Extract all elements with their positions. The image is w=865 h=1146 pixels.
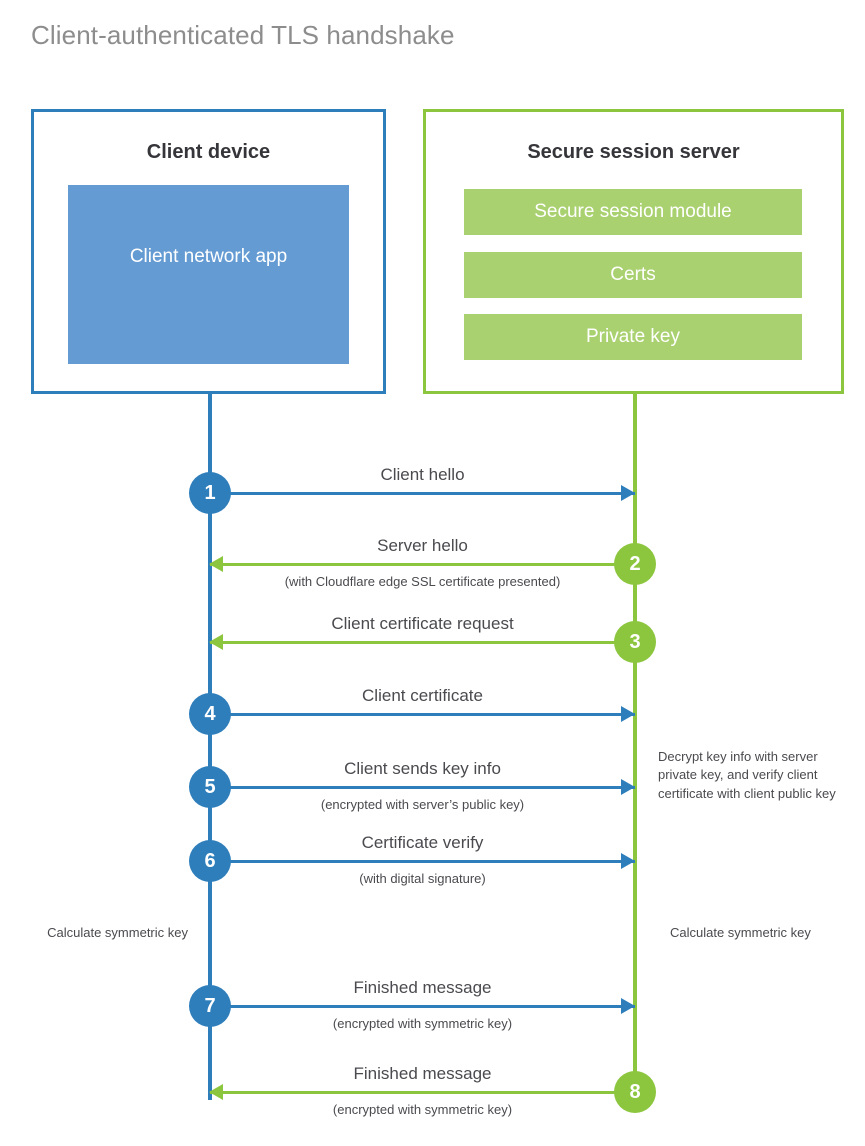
message-label-6: Certificate verify (361, 833, 484, 852)
step-circle-5: 5 (189, 766, 231, 808)
arrow-head-3-icon (209, 634, 223, 650)
arrow-head-7-icon (621, 998, 635, 1014)
secure-session-server-title: Secure session server (527, 141, 740, 163)
client-calculate-symmetric-key-annotation: Calculate symmetric key (47, 925, 188, 940)
step-circle-4: 4 (189, 693, 231, 735)
message-label-1: Client hello (380, 465, 465, 484)
step-circle-1: 1 (189, 472, 231, 514)
arrow-head-8-icon (209, 1084, 223, 1100)
message-label-2: Server hello (377, 536, 468, 555)
message-label-8: Finished message (353, 1064, 492, 1083)
step-circle-3: 3 (614, 621, 656, 663)
message-label-5: Client sends key info (344, 759, 501, 778)
page-title: Client-authenticated TLS handshake (31, 20, 455, 50)
client-device-title: Client device (146, 141, 271, 163)
arrow-head-5-icon (621, 779, 635, 795)
secure-session-server-box: Secure session server Secure session mod… (423, 109, 844, 394)
step-circle-2: 2 (614, 543, 656, 585)
step-circle-6: 6 (189, 840, 231, 882)
client-network-app-block: Client network app (68, 185, 349, 364)
server-row-private-key: Private key (464, 314, 802, 360)
message-line-4 (210, 713, 635, 716)
step-circle-8: 8 (614, 1071, 656, 1113)
message-line-8 (210, 1091, 635, 1094)
message-label-7: Finished message (353, 978, 492, 997)
message-line-2 (210, 563, 635, 566)
message-sublabel-6: (with digital signature) (359, 871, 486, 886)
message-line-6 (210, 860, 635, 863)
server-row-secure-session-module: Secure session module (464, 189, 802, 235)
server-lifeline (633, 394, 637, 1093)
server-calculate-symmetric-key-annotation: Calculate symmetric key (670, 925, 811, 940)
message-sublabel-2: (with Cloudflare edge SSL certificate pr… (284, 574, 561, 589)
message-label-4: Client certificate (362, 686, 483, 705)
message-label-3: Client certificate request (331, 614, 514, 633)
message-sublabel-5: (encrypted with server’s public key) (320, 797, 525, 812)
message-sublabel-7: (encrypted with symmetric key) (332, 1016, 513, 1031)
message-line-1 (210, 492, 635, 495)
arrow-head-6-icon (621, 853, 635, 869)
client-lifeline (208, 394, 212, 1100)
server-decrypt-annotation: Decrypt key info with server private key… (658, 749, 836, 801)
arrow-head-4-icon (621, 706, 635, 722)
server-row-certs: Certs (464, 252, 802, 298)
message-sublabel-8: (encrypted with symmetric key) (332, 1102, 513, 1117)
message-line-3 (210, 641, 635, 644)
message-line-7 (210, 1005, 635, 1008)
arrow-head-1-icon (621, 485, 635, 501)
arrow-head-2-icon (209, 556, 223, 572)
step-circle-7: 7 (189, 985, 231, 1027)
client-device-box: Client device Client network app (31, 109, 386, 394)
message-line-5 (210, 786, 635, 789)
